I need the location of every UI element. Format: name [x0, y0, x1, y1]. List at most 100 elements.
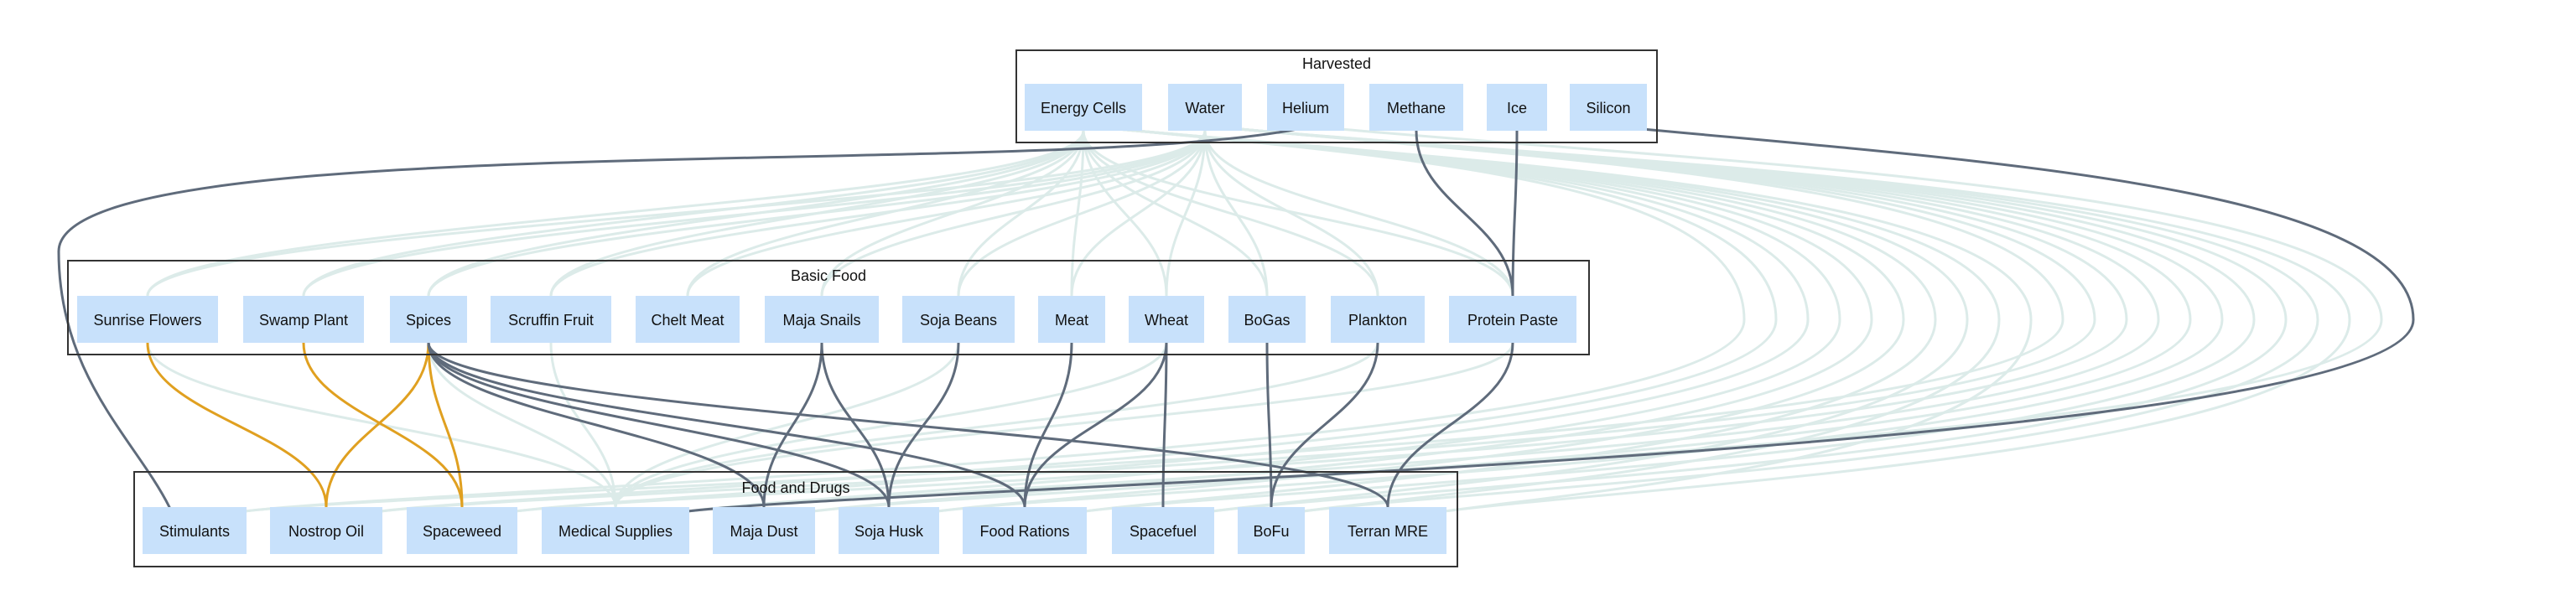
edge-energy-cells-to-bogas — [1082, 129, 1269, 298]
edge-swamp-plant-to-spaceweed — [302, 341, 464, 509]
edge-energy-cells-to-plankton — [1082, 129, 1379, 298]
node-methane[interactable]: Methane — [1369, 84, 1463, 131]
node-silicon[interactable]: Silicon — [1570, 84, 1647, 131]
node-spacefuel[interactable]: Spacefuel — [1112, 507, 1214, 554]
node-soja-beans[interactable]: Soja Beans — [902, 296, 1015, 343]
edge-protein-paste-to-terran-mre — [1386, 341, 1514, 509]
cluster-box-harvested — [1015, 49, 1658, 143]
edge-protein-paste-to-medical-supplies — [614, 341, 1514, 509]
node-spaceweed[interactable]: Spaceweed — [407, 507, 517, 554]
edge-sunrise-flowers-to-nostrop-oil — [146, 341, 328, 509]
node-label: Silicon — [1586, 100, 1630, 117]
node-helium[interactable]: Helium — [1267, 84, 1344, 131]
node-terran-mre[interactable]: Terran MRE — [1329, 507, 1446, 554]
node-meat[interactable]: Meat — [1038, 296, 1105, 343]
node-chelt-meat[interactable]: Chelt Meat — [636, 296, 740, 343]
edge-spices-to-terran-mre — [427, 341, 1389, 509]
node-label: Protein Paste — [1467, 312, 1558, 329]
node-label: Plankton — [1348, 312, 1407, 329]
node-sunrise-flowers[interactable]: Sunrise Flowers — [77, 296, 218, 343]
node-plankton[interactable]: Plankton — [1331, 296, 1425, 343]
nodes-layer: Energy Cells Water Helium Methane Ice Si… — [77, 84, 1647, 554]
edge-energy-cells-to-nostrop-oil — [372, 126, 1778, 514]
edge-spices-to-food-rations — [427, 341, 1026, 509]
edge-silicon-to-medical-supplies — [679, 126, 2415, 514]
node-swamp-plant[interactable]: Swamp Plant — [243, 296, 364, 343]
node-label: BoFu — [1253, 523, 1289, 540]
node-label: BoGas — [1244, 312, 1290, 329]
edge-wheat-to-food-rations — [1023, 341, 1168, 509]
node-label: Scruffin Fruit — [508, 312, 594, 329]
node-label: Swamp Plant — [259, 312, 348, 329]
node-maja-dust[interactable]: Maja Dust — [713, 507, 815, 554]
edge-water-to-sunrise-flowers — [146, 129, 1207, 298]
edge-spices-to-soja-husk — [427, 341, 891, 509]
node-stimulants[interactable]: Stimulants — [143, 507, 247, 554]
edge-energy-cells-to-swamp-plant — [302, 129, 1085, 298]
node-water[interactable]: Water — [1168, 84, 1242, 131]
edge-energy-cells-to-sunrise-flowers — [146, 129, 1085, 298]
edge-ice-to-protein-paste — [1511, 129, 1519, 298]
cluster-title-harvested: Harvested — [1302, 55, 1371, 72]
node-label: Terran MRE — [1348, 523, 1428, 540]
edge-water-to-plankton — [1203, 129, 1379, 298]
cluster-food-drugs: Food and Drugs — [133, 471, 1458, 567]
edge-energy-cells-to-protein-paste — [1082, 129, 1514, 298]
edge-energy-cells-to-meat — [1070, 129, 1085, 298]
edge-water-to-wheat — [1165, 129, 1207, 298]
node-label: Energy Cells — [1041, 100, 1126, 117]
node-nostrop-oil[interactable]: Nostrop Oil — [270, 507, 382, 554]
edge-methane-to-protein-paste — [1415, 129, 1514, 298]
cluster-basic-food: Basic Food — [67, 260, 1590, 355]
node-wheat[interactable]: Wheat — [1129, 296, 1204, 343]
edge-water-to-swamp-plant — [302, 129, 1207, 298]
edge-energy-cells-to-soja-beans — [957, 129, 1085, 298]
edge-plankton-to-bofu — [1270, 341, 1379, 509]
node-label: Soja Husk — [854, 523, 924, 540]
edge-energy-cells-to-wheat — [1082, 129, 1168, 298]
edge-water-to-meat — [1070, 129, 1207, 298]
edge-water-to-protein-paste — [1203, 129, 1514, 298]
edge-water-to-chelt-meat — [686, 129, 1207, 298]
edge-helium-to-stimulants — [57, 127, 1299, 509]
node-spices[interactable]: Spices — [390, 296, 467, 343]
node-label: Maja Snails — [782, 312, 860, 329]
edge-spices-to-spaceweed — [427, 341, 464, 509]
node-label: Spaceweed — [423, 523, 501, 540]
node-scruffin-fruit[interactable]: Scruffin Fruit — [491, 296, 611, 343]
edge-water-to-terran-mre — [1220, 126, 2351, 514]
cluster-box-food-drugs — [133, 471, 1458, 567]
cluster-title-basic-food: Basic Food — [791, 267, 866, 284]
node-maja-snails[interactable]: Maja Snails — [765, 296, 879, 343]
edge-water-to-spices — [427, 129, 1207, 298]
node-label: Stimulants — [159, 523, 230, 540]
node-bogas[interactable]: BoGas — [1228, 296, 1306, 343]
node-protein-paste[interactable]: Protein Paste — [1449, 296, 1576, 343]
node-label: Maja Dust — [730, 523, 797, 540]
edge-water-to-bogas — [1203, 129, 1269, 298]
node-label: Soja Beans — [920, 312, 997, 329]
node-label: Wheat — [1145, 312, 1188, 329]
node-label: Water — [1185, 100, 1224, 117]
node-label: Medical Supplies — [558, 523, 673, 540]
edge-maja-snails-to-soja-husk — [820, 341, 891, 509]
node-label: Meat — [1055, 312, 1088, 329]
node-medical-supplies[interactable]: Medical Supplies — [542, 507, 689, 554]
edge-bogas-to-bofu — [1265, 341, 1273, 509]
edge-energy-cells-to-stimulants — [236, 126, 1746, 514]
node-energy-cells[interactable]: Energy Cells — [1025, 84, 1142, 131]
node-label: Helium — [1282, 100, 1329, 117]
node-ice[interactable]: Ice — [1487, 84, 1547, 131]
edge-meat-to-food-rations — [1023, 341, 1073, 509]
node-food-rations[interactable]: Food Rations — [963, 507, 1087, 554]
edges-layer — [57, 126, 2415, 514]
cluster-harvested: Harvested — [1015, 49, 1658, 143]
edge-spices-to-medical-supplies — [427, 341, 617, 509]
edge-water-to-soja-beans — [957, 129, 1207, 298]
node-label: Spacefuel — [1130, 523, 1197, 540]
node-label: Spices — [406, 312, 451, 329]
node-bofu[interactable]: BoFu — [1238, 507, 1305, 554]
node-soja-husk[interactable]: Soja Husk — [839, 507, 939, 554]
edge-spices-to-maja-dust — [427, 341, 766, 509]
